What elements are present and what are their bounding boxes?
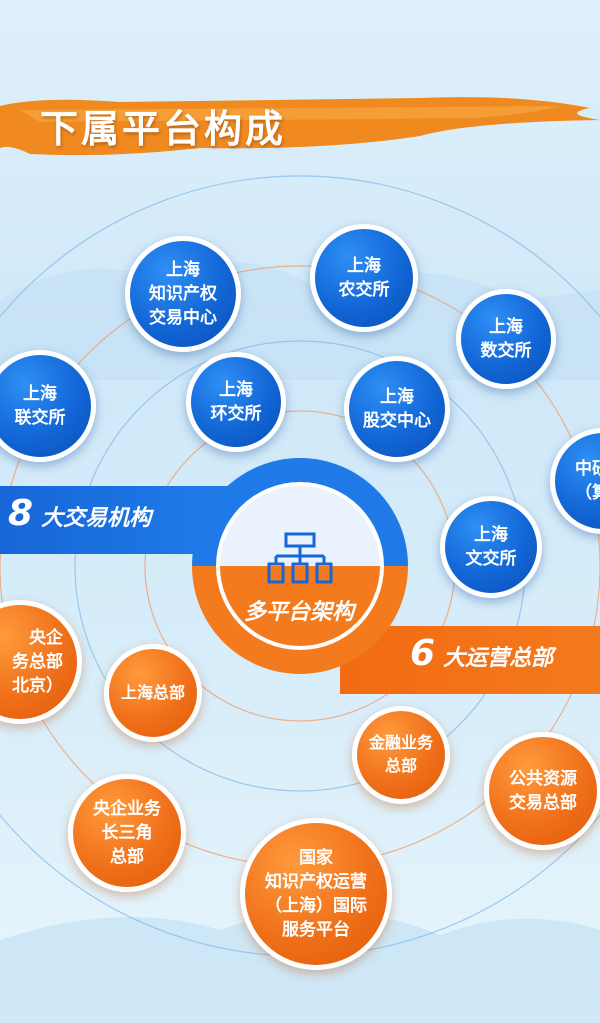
org-chart-icon (267, 532, 333, 584)
trading-label: 大交易机构 (41, 506, 152, 531)
operations-count: 6 (410, 633, 436, 674)
trading-node-equity-center: 上海 股交中心 (344, 356, 450, 462)
ops-node-shanghai-hq: 上海总部 (104, 644, 202, 742)
operations-label: 大运营总部 (443, 646, 554, 671)
page-title: 下属平台构成 (40, 107, 287, 151)
ops-node-ip-service-platform: 国家 知识产权运营 （上海）国际 服务平台 (240, 818, 392, 970)
center-hub (192, 458, 408, 674)
ops-node-soe-yangtze: 央企业务 长三角 总部 (68, 774, 186, 892)
trading-node-data-exchange: 上海 数交所 (456, 289, 556, 389)
ops-node-finance-hq: 金融业务 总部 (352, 706, 450, 804)
trading-count: 8 (8, 493, 34, 534)
trading-band-label: 8 大交易机构 (8, 493, 151, 534)
trading-node-ip-exchange: 上海 知识产权 交易中心 (125, 236, 241, 352)
trading-node-united-exchange: 上海 联交所 (0, 350, 96, 462)
title-brush-stroke (0, 97, 600, 156)
trading-node-agri-exchange: 上海 农交所 (310, 224, 418, 332)
trading-node-env-exchange: 上海 环交所 (186, 352, 286, 452)
operations-band-label: 6 大运营总部 (410, 633, 553, 674)
trading-node-culture-exchange: 上海 文交所 (440, 496, 542, 598)
ops-node-public-resources: 公共资源 交易总部 (484, 732, 600, 850)
operations-band (340, 626, 600, 694)
center-label: 多平台架构 (243, 600, 354, 625)
